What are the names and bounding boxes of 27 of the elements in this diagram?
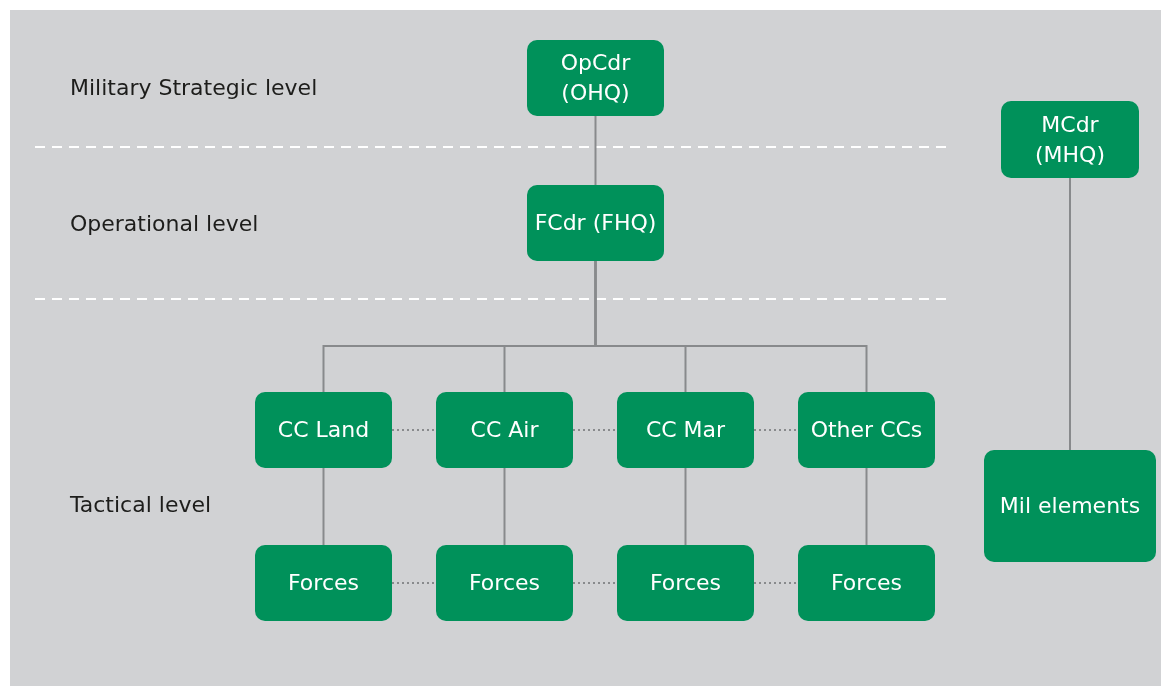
level-label: Military Strategic level [70, 75, 318, 100]
dotted-connector [753, 429, 799, 431]
unit-box: CC Air [436, 392, 573, 468]
unit-box: Forces [798, 545, 935, 621]
unit-box: Forces [617, 545, 754, 621]
unit-box: Mil elements [984, 450, 1156, 562]
dotted-connector [572, 582, 618, 584]
dotted-connector [753, 582, 799, 584]
connector-line [684, 467, 687, 546]
unit-box: FCdr (FHQ) [527, 185, 664, 261]
unit-box: OpCdr (OHQ) [527, 40, 664, 116]
dotted-connector [391, 429, 437, 431]
unit-box: Forces [436, 545, 573, 621]
unit-box: Forces [255, 545, 392, 621]
connector-line [1069, 177, 1071, 451]
connector-line [322, 467, 325, 546]
unit-box: CC Mar [617, 392, 754, 468]
level-label: Operational level [70, 211, 259, 236]
unit-box: CC Land [255, 392, 392, 468]
connector-line [503, 467, 506, 546]
unit-box: MCdr (MHQ) [1001, 101, 1139, 178]
connector-line [865, 467, 868, 546]
dotted-connector [572, 429, 618, 431]
unit-box: Other CCs [798, 392, 935, 468]
level-label: Tactical level [70, 492, 212, 517]
connector-line [594, 115, 597, 186]
dotted-connector [391, 582, 437, 584]
